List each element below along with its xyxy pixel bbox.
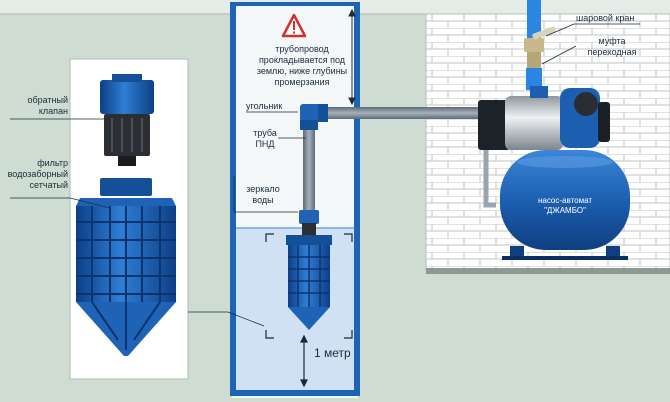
- elbow-label: угольник: [246, 101, 283, 111]
- depth-arrow-icon: [300, 334, 308, 388]
- intake-filter: [76, 178, 176, 356]
- pipeline-note-line-2: прокладывается под: [258, 55, 346, 65]
- check-valve-label-line-2: клапан: [38, 106, 68, 116]
- frost-depth-arrow: [348, 8, 356, 106]
- water-mirror-label: зеркало воды: [240, 184, 286, 206]
- filter-label: фильтр водозаборный сетчатый: [2, 158, 68, 191]
- adapter-label-line-1: муфта: [598, 36, 626, 46]
- check-valve-label: обратный клапан: [4, 95, 68, 117]
- supply-pipe-horizontal: [320, 107, 470, 119]
- pipe-label: труба ПНД: [250, 128, 280, 150]
- pump: [478, 86, 610, 150]
- ball-valve: [524, 26, 556, 52]
- check-valve-label-line-1: обратный: [27, 95, 68, 105]
- pipe-label-line-1: труба: [253, 128, 277, 138]
- elbow-fitting: [300, 104, 328, 130]
- pipe-coupling: [299, 210, 319, 224]
- filter-label-line-3: сетчатый: [29, 180, 68, 190]
- ball-valve-label: шаровой кран: [576, 13, 635, 23]
- pump-label: насос-автомат "ДЖАМБО": [510, 196, 620, 216]
- water-mirror-label-line-2: воды: [252, 195, 274, 205]
- adapter-coupling: [527, 52, 541, 70]
- outlet-pipe: [527, 0, 541, 40]
- filter-label-line-2: водозаборный: [7, 169, 68, 179]
- filter-label-line-1: фильтр: [37, 158, 68, 168]
- small-check-valve: [302, 223, 316, 235]
- depth-label: 1 метр: [314, 346, 351, 360]
- check-valve: [100, 74, 154, 166]
- pipeline-note-line-3: землю, ниже глубины: [256, 66, 348, 76]
- pipeline-note-line-4: промерзания: [274, 77, 330, 87]
- focus-brackets: [265, 233, 353, 339]
- tank-hose: [483, 150, 496, 208]
- pipe-label-line-2: ПНД: [255, 139, 275, 149]
- pump-label-line-2: "ДЖАМБО": [544, 206, 586, 215]
- well-shaft: [230, 2, 360, 398]
- pipeline-note: трубопровод прокладывается под землю, ни…: [250, 44, 354, 88]
- leader-lines: [10, 23, 640, 327]
- riser-pipe: [526, 68, 542, 90]
- adapter-label: муфта переходная: [578, 36, 646, 58]
- pressure-tank: [500, 150, 630, 260]
- warning-triangle-icon: [281, 13, 307, 38]
- small-filter: [286, 235, 332, 330]
- hdpe-pipe-vertical: [303, 116, 315, 218]
- water-mirror-label-line-1: зеркало: [246, 184, 280, 194]
- adapter-label-line-2: переходная: [587, 47, 637, 57]
- pump-label-line-1: насос-автомат: [537, 196, 593, 205]
- pipeline-note-line-1: трубопровод: [275, 44, 329, 54]
